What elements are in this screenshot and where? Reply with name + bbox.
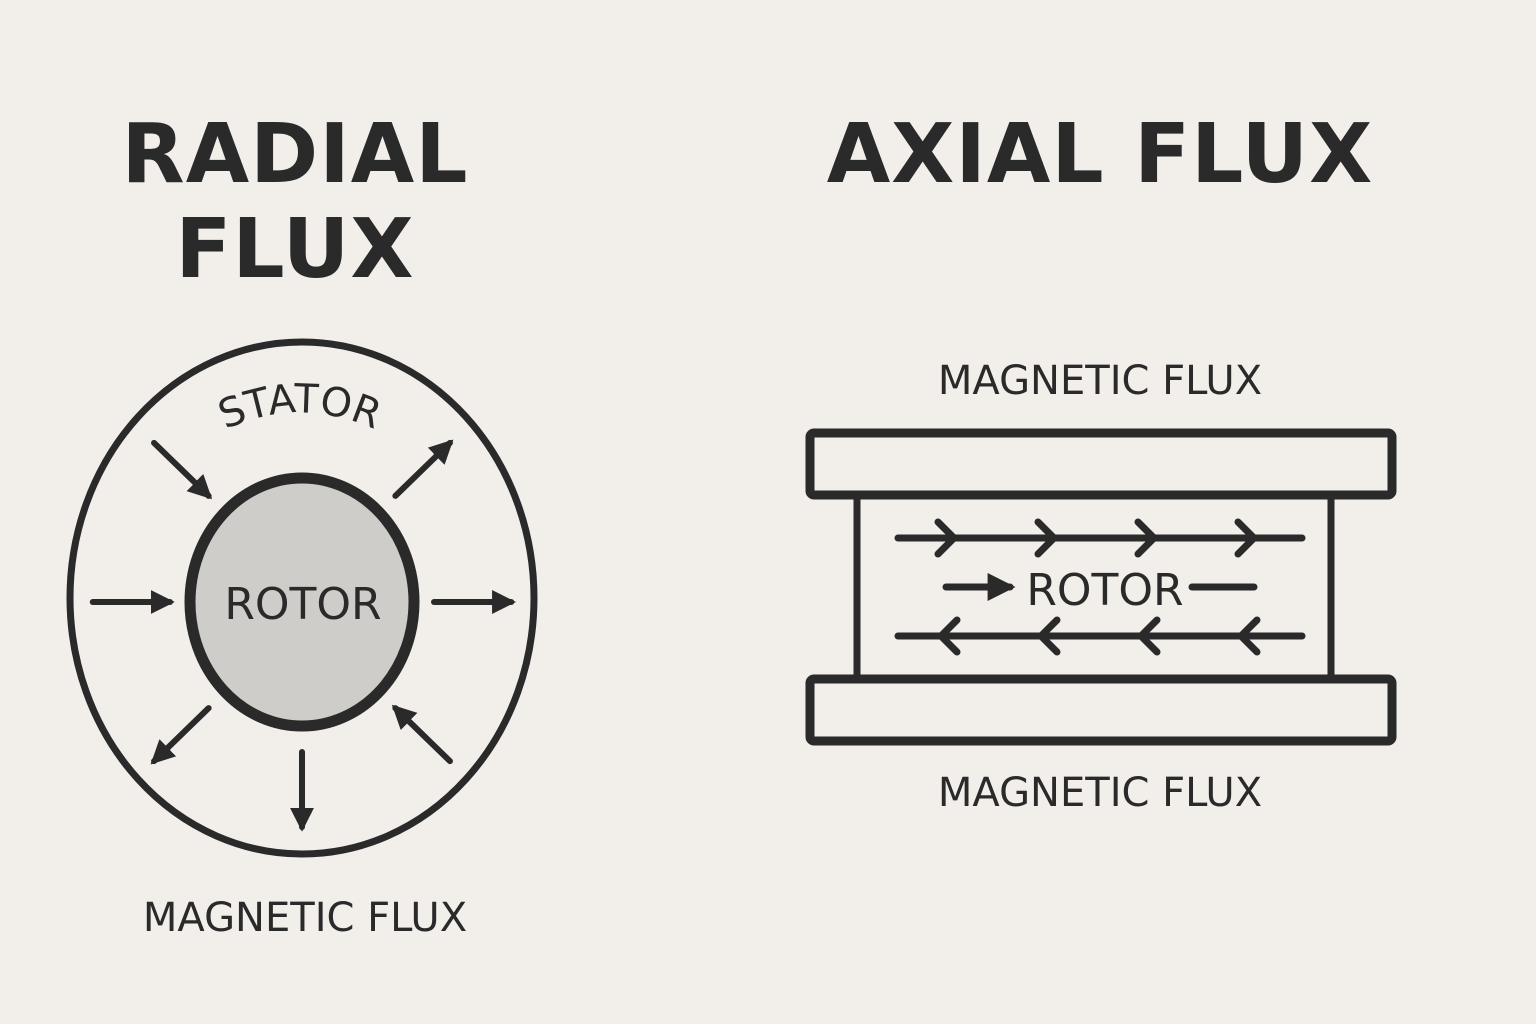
axial-motor: ROTOR [805,428,1397,746]
flux-arrow-outward [392,439,454,499]
flux-chevron-left [1237,616,1261,656]
axial-bottom-flux-label: MAGNETIC FLUX [937,770,1263,816]
top-stator-plate [805,428,1397,500]
radial-flux-arrows [89,439,517,832]
flux-chevron-left [1137,616,1161,656]
flux-chevron-right [1134,518,1158,558]
flux-chevron-left [937,616,961,656]
flux-arrow-inward [391,704,453,765]
axial-flux-lines [894,518,1306,656]
flux-chevron-right [934,518,958,558]
radial-flux-label: MAGNETIC FLUX [142,895,468,941]
axial-title: AXIAL FLUX [826,107,1374,202]
stator-ring [66,338,538,858]
radial-title-line1: RADIAL [121,107,469,202]
bottom-stator-plate [805,674,1397,746]
axial-rotor-label: ROTOR [1026,565,1183,616]
flux-arrow-inward [151,439,213,500]
rotor-disc [184,472,420,732]
axial-top-flux-label: MAGNETIC FLUX [937,358,1263,404]
flux-chevron-left [1037,616,1061,656]
flux-arrow-outward [150,705,212,765]
stator-label: STATOR [212,376,387,439]
radial-motor: STATOR ROTOR [66,338,538,858]
rotor-label: ROTOR [224,579,381,630]
flux-chevron-right [1034,518,1058,558]
radial-title-line2: FLUX [175,202,415,297]
flux-chevron-right [1234,518,1258,558]
